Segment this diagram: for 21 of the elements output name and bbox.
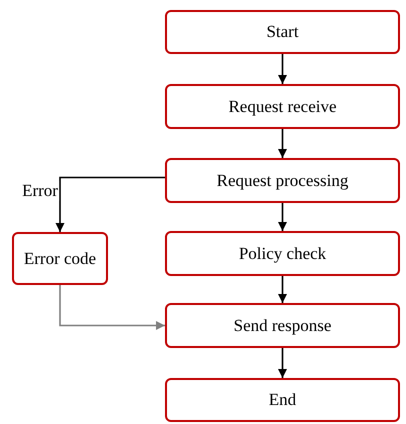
process-box bbox=[165, 378, 400, 422]
box-label: Start bbox=[266, 22, 299, 42]
process-box bbox=[165, 303, 400, 348]
box-label: Request receive bbox=[228, 96, 337, 116]
arrow bbox=[56, 176, 165, 232]
box-label: End bbox=[268, 390, 296, 410]
box-label: Policy check bbox=[238, 244, 326, 264]
arrow bbox=[278, 203, 287, 231]
box-label: Error code bbox=[24, 248, 96, 268]
arrow bbox=[278, 129, 287, 158]
process-box bbox=[165, 10, 400, 54]
arrow bbox=[59, 285, 165, 330]
process-box bbox=[12, 232, 108, 285]
box-label: Send response bbox=[234, 316, 332, 336]
box-label: Request processing bbox=[216, 170, 348, 190]
process-box bbox=[165, 231, 400, 276]
process-box bbox=[165, 158, 400, 203]
arrow bbox=[278, 348, 287, 378]
process-box bbox=[165, 84, 400, 129]
arrow bbox=[278, 54, 287, 84]
arrow bbox=[278, 276, 287, 303]
